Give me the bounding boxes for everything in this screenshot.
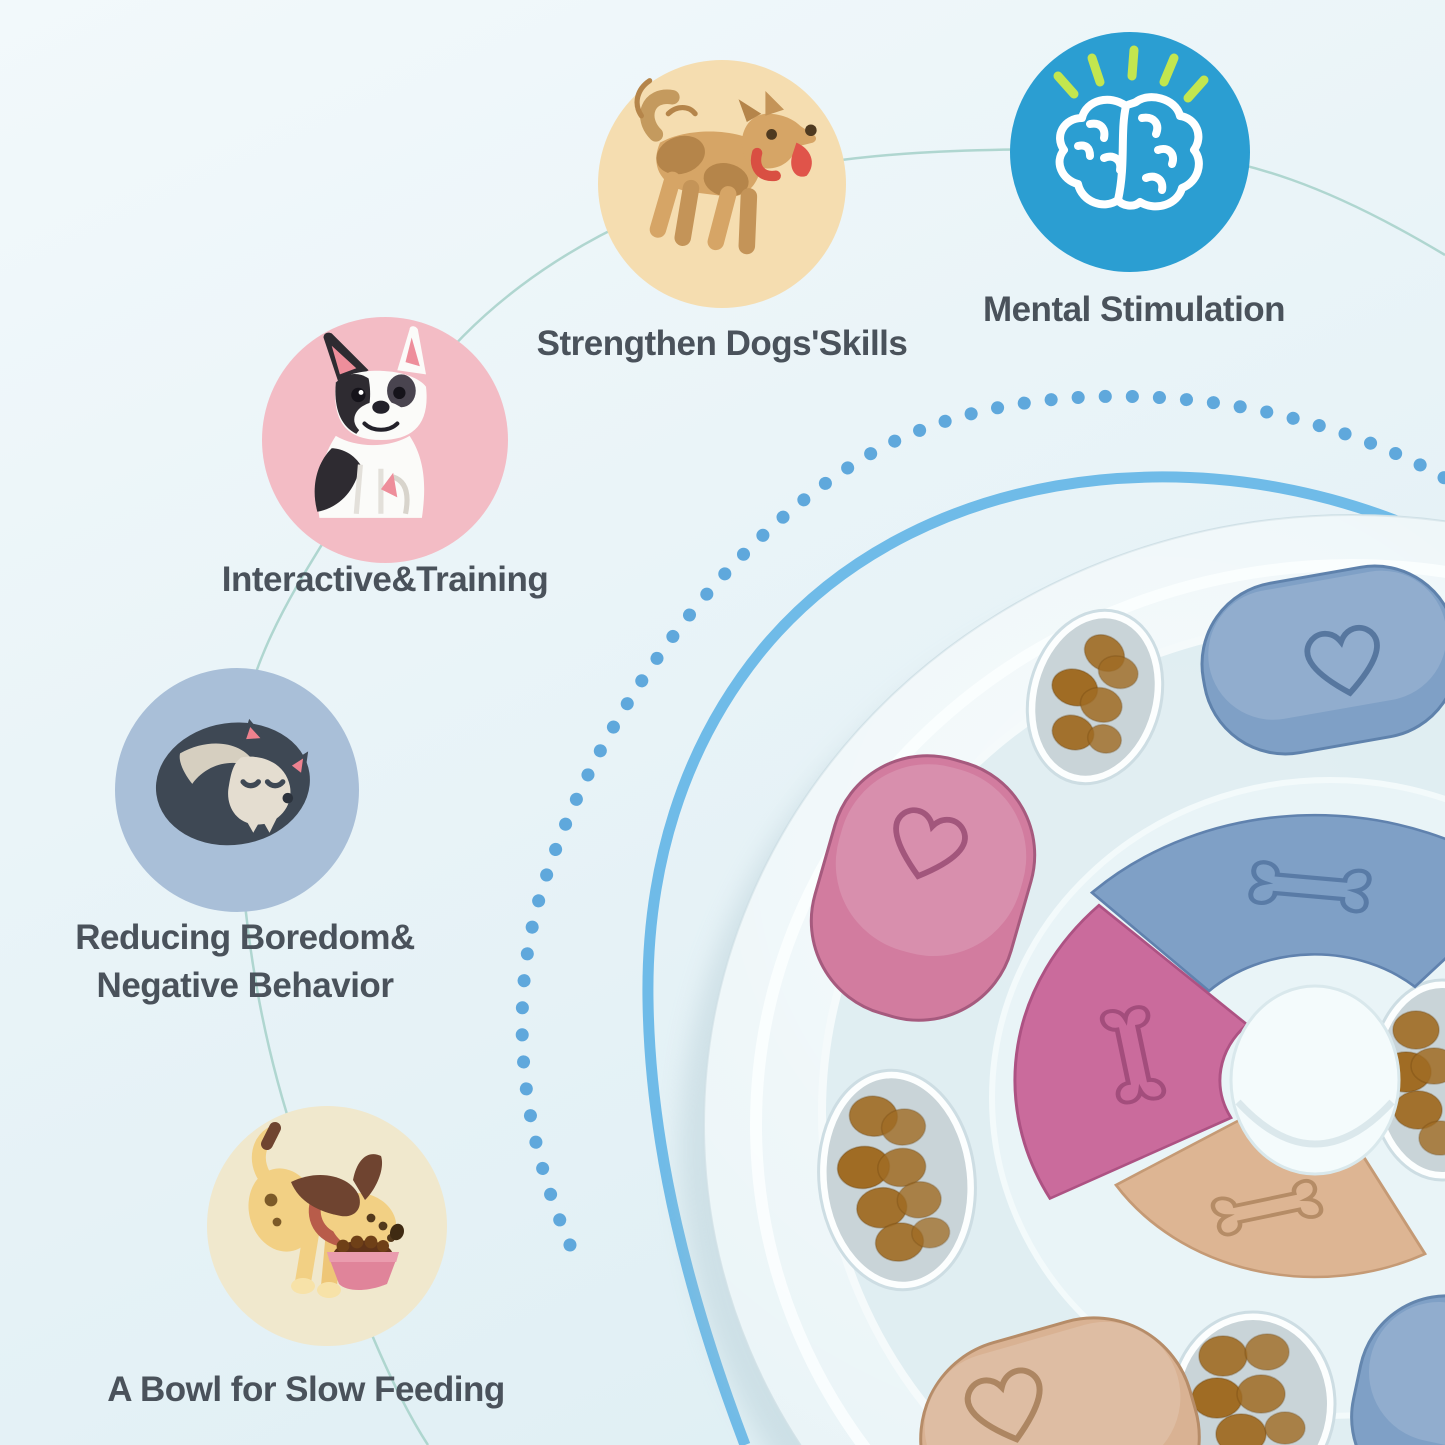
- feature-label-mental-stimulation: Mental Stimulation: [982, 290, 1286, 329]
- kibble: [836, 1095, 951, 1262]
- boston-terrier-icon: [262, 317, 508, 563]
- tan-heart-slider: [919, 1316, 1201, 1445]
- dotted-arc: [515, 389, 1445, 1252]
- blue-bone-wedge: [1089, 813, 1445, 993]
- pink-heart-slider: [809, 754, 1037, 1022]
- solid-arc: [642, 471, 1445, 1445]
- kibble: [1051, 634, 1139, 754]
- magenta-bone-wedge: [1013, 903, 1250, 1201]
- dog-eating-icon: [207, 1106, 447, 1346]
- sleeping-pet-icon: [115, 668, 359, 912]
- food-well-bottom: [1169, 1310, 1337, 1445]
- brain-icon: [1010, 32, 1250, 272]
- center-knob: [1229, 984, 1401, 1176]
- dog-puzzle-feeder: [680, 514, 1445, 1445]
- food-well-top: [1025, 608, 1165, 786]
- feature-label-slow-feeding: A Bowl for Slow Feeding: [107, 1370, 505, 1409]
- feature-label-line2: Negative Behavior: [96, 966, 394, 1005]
- feature-label-reducing-boredom: Reducing Boredom& Negative Behavior: [75, 914, 415, 1010]
- corner-blue-slider: [1350, 1294, 1445, 1445]
- food-well-right: [1368, 978, 1445, 1182]
- playful-dog-icon: [598, 60, 846, 308]
- feature-label-line1: Reducing Boredom&: [75, 918, 415, 957]
- food-well-left: [817, 1068, 977, 1292]
- feature-label-strengthen: Strengthen Dogs'Skills: [536, 324, 908, 363]
- kibble: [1191, 1333, 1306, 1445]
- feature-label-interactive-training: Interactive&Training: [221, 560, 549, 599]
- blue-heart-slider: [1200, 564, 1445, 756]
